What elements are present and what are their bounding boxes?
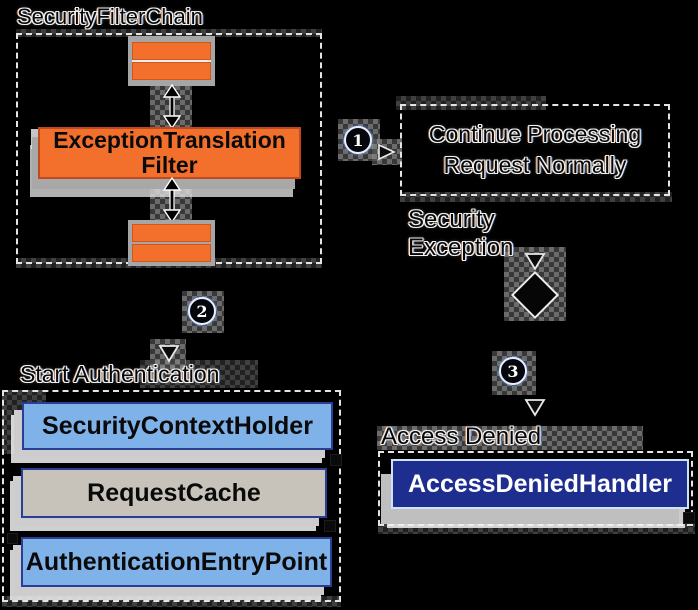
shadow-artifact (377, 426, 643, 450)
security-exception-line1: Security (408, 206, 495, 233)
filter-bar (132, 62, 211, 80)
double-arrow-icon (156, 84, 188, 129)
security-filter-chain-title: SecurityFilterChain (17, 4, 203, 29)
authentication-entry-point-label: AuthenticationEntryPoint (25, 547, 328, 576)
arrowhead-down-icon (524, 252, 546, 271)
continue-processing-box: Continue Processing Request Normally (400, 104, 670, 196)
filter-bar (132, 42, 211, 60)
arrowhead-down-icon (158, 344, 180, 363)
filter-bar-gap (132, 241, 211, 245)
access-denied-box (378, 451, 693, 526)
filter-bar (132, 244, 211, 263)
security-exception-label: Security Exception (408, 206, 513, 261)
selection-handle (330, 454, 342, 466)
exception-translation-filter-label: Filter (141, 152, 198, 178)
arrowhead-right-icon (377, 143, 396, 161)
access-denied-handler-label: AccessDeniedHandler (407, 469, 672, 498)
filter-stack-top (128, 36, 215, 86)
step-1-badge: 1 (344, 126, 372, 154)
start-authentication-box (2, 390, 341, 602)
arrowhead-down-icon (524, 398, 546, 417)
access-denied-label: Access Denied (381, 423, 542, 450)
double-arrow-icon (156, 177, 188, 223)
selection-handle (7, 533, 18, 544)
continue-processing-line1: Continue Processing (428, 120, 642, 147)
request-cache-label: RequestCache (87, 478, 261, 507)
security-context-holder-label: SecurityContextHolder (42, 411, 313, 440)
step-2-badge: 2 (188, 297, 216, 325)
request-cache-box: RequestCache (21, 468, 327, 518)
exception-translation-filter-box: ExceptionTranslation Filter (38, 127, 301, 179)
filter-stack-bottom (128, 220, 215, 266)
shadow-artifact (400, 192, 672, 202)
start-authentication-label: Start Authentication (20, 361, 220, 387)
authentication-entry-point-box: AuthenticationEntryPoint (21, 537, 332, 587)
selection-handle (324, 520, 336, 532)
security-context-holder-box: SecurityContextHolder (22, 402, 333, 450)
selection-handle (683, 512, 695, 524)
shadow-artifact (31, 129, 38, 149)
exception-translation-filter-label: ExceptionTranslation (53, 127, 286, 154)
step-3-badge: 3 (499, 357, 527, 385)
access-denied-handler-box: AccessDeniedHandler (391, 459, 689, 509)
shadow-artifact (140, 360, 258, 388)
step-3-number: 3 (507, 361, 519, 381)
security-exception-line2: Exception (408, 233, 514, 261)
step-2-number: 2 (196, 301, 208, 321)
continue-processing-line2: Request Normally (443, 152, 627, 178)
shadow-artifact (396, 96, 546, 110)
filter-bar (132, 224, 211, 242)
filter-bar-gap (132, 59, 211, 63)
step-1-number: 1 (352, 130, 364, 150)
